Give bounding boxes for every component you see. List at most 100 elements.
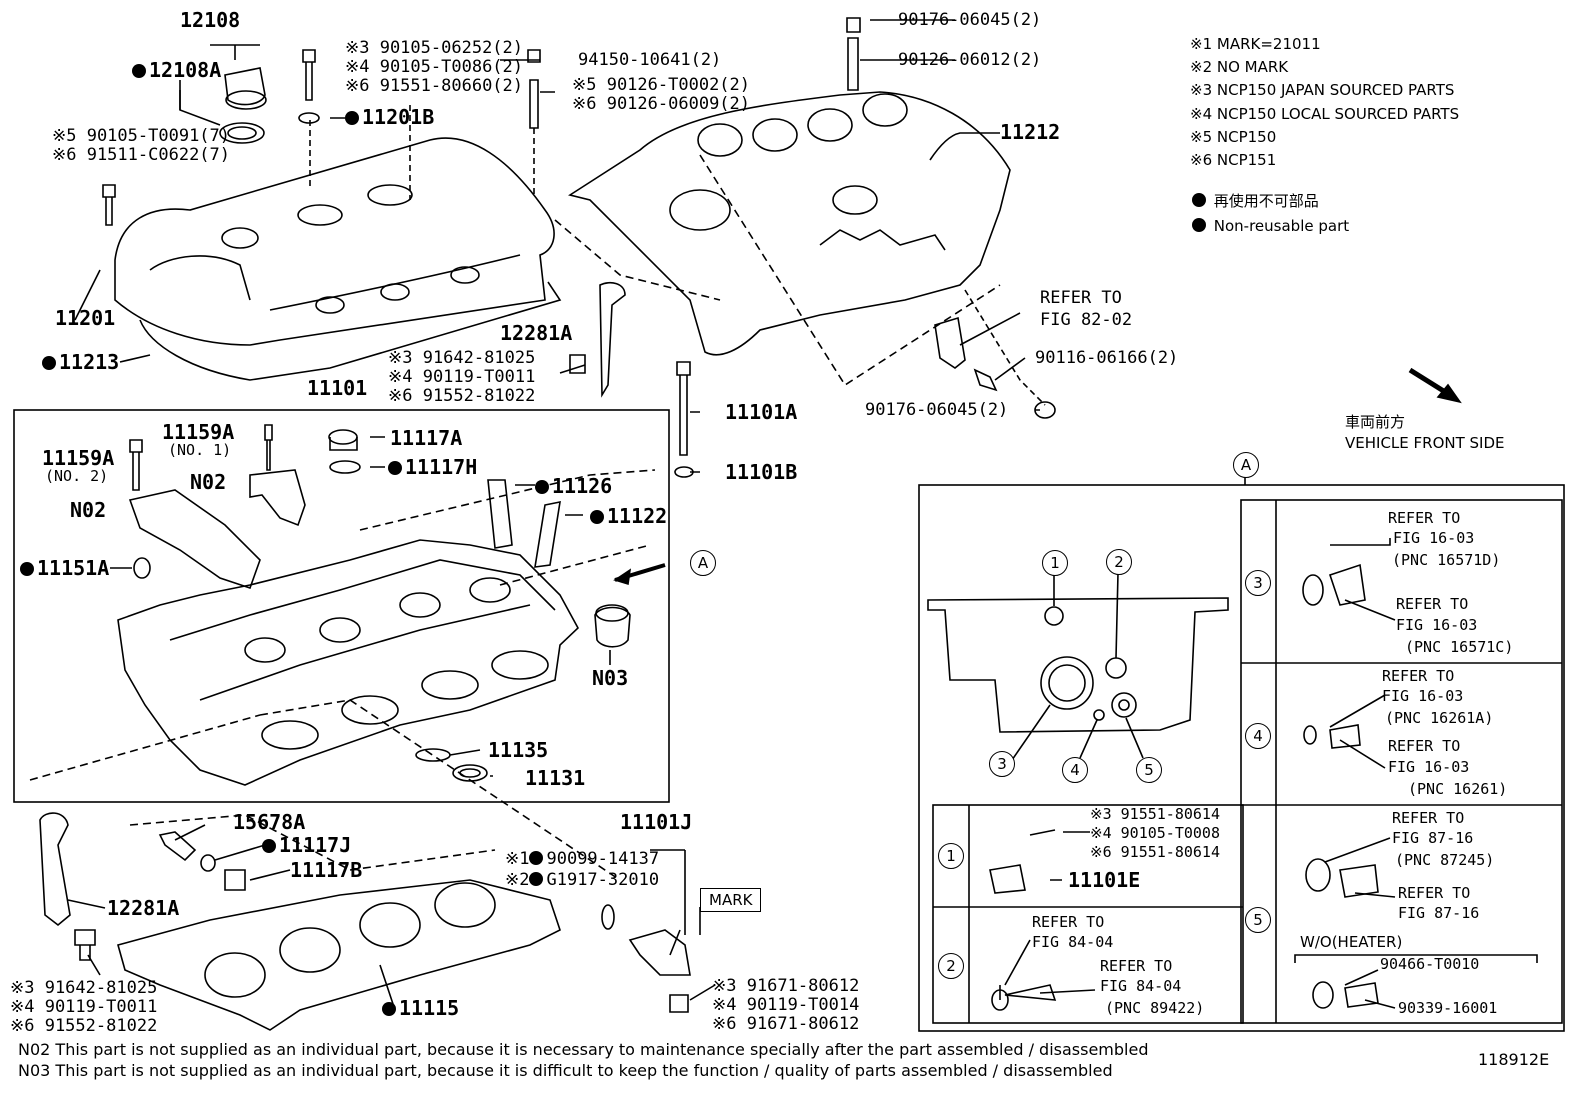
part-11115: 11115 [382, 998, 459, 1018]
part-11213: 11213 [42, 352, 119, 372]
r2-b1: REFER TO [1100, 957, 1173, 975]
vehicle-front-en: VEHICLE FRONT SIDE [1345, 434, 1505, 452]
c3-a2: FIG 16-03 [1393, 529, 1475, 547]
vehicle-front-jp: 車両前方 [1345, 413, 1406, 431]
n02-label-b: N02 [70, 498, 107, 522]
part-11117j: 11117J [262, 835, 351, 855]
bolt-e1: ※3 91671-80612 [712, 976, 860, 996]
figure-id: 118912E [1478, 1050, 1550, 1069]
bolt-b2: ※6 91511-C0622(7) [52, 145, 231, 165]
c4-a1: REFER TO [1382, 667, 1455, 685]
stud-top: 90126-06012(2) [898, 50, 1042, 70]
part-11101j: 11101J [620, 810, 693, 834]
part-11159a-no2: 11159A [42, 446, 115, 470]
c5-without-heater: W/O(HEATER) [1300, 933, 1403, 951]
legend-3: ※3 NCP150 JAPAN SOURCED PARTS [1190, 81, 1455, 99]
refer-82-line2: FIG 82-02 [1040, 310, 1133, 330]
mark-box: MARK [700, 888, 762, 912]
row-2-number: 2 [938, 953, 964, 979]
c5-a3: (PNC 87245) [1395, 851, 1495, 869]
non-reusable-dot-icon [382, 1002, 396, 1016]
part-11159a-no1: 11159A [162, 420, 235, 444]
c5-p2: 90339-16001 [1398, 999, 1498, 1017]
legend-1: ※1 MARK=21011 [1190, 35, 1321, 53]
part-11126: 11126 [535, 476, 612, 496]
detail-callout-5: 5 [1136, 757, 1162, 783]
bolt-e2: ※4 90119-T0014 [712, 995, 860, 1015]
part-11117b: 11117B [290, 858, 363, 882]
stud-2: ※6 90126-06009(2) [572, 94, 751, 114]
part-12281a-bottom: 12281A [107, 896, 180, 920]
c5-b1: REFER TO [1398, 884, 1471, 902]
c5-a1: REFER TO [1392, 809, 1465, 827]
part-11117h: 11117H [388, 457, 477, 477]
detail-a-marker: A [1233, 452, 1259, 478]
part-11101a: 11101A [725, 400, 798, 424]
engine-hanger-bottom [39, 812, 71, 927]
r2-a1: REFER TO [1032, 913, 1105, 931]
part-15678a: 15678A [233, 810, 306, 834]
c4-b1: REFER TO [1388, 737, 1461, 755]
stud-1: ※5 90126-T0002(2) [572, 75, 751, 95]
part-12108: 12108 [180, 8, 241, 32]
row-5-number: 5 [1245, 907, 1271, 933]
legend-nonreusable-jp: 再使用不可部品 [1192, 193, 1319, 209]
r1-bolt-2: ※4 90105-T0008 [1090, 824, 1220, 842]
bolt-e3: ※6 91671-80612 [712, 1014, 860, 1034]
part-11159a-no1-sub: (NO. 1) [168, 441, 232, 459]
legend-5: ※5 NCP150 [1190, 128, 1277, 146]
c3-b1: REFER TO [1396, 595, 1469, 613]
c4-a2: FIG 16-03 [1382, 687, 1464, 705]
c3-b2: FIG 16-03 [1396, 616, 1478, 634]
c5-b2: FIG 87-16 [1398, 904, 1480, 922]
row-1-number: 1 [938, 843, 964, 869]
cylinder-head-cover [114, 137, 555, 346]
part-11159a-no2-sub: (NO. 2) [45, 467, 109, 485]
bolt-d2: ※4 90119-T0011 [10, 997, 158, 1017]
c3-a3: (PNC 16571D) [1392, 551, 1501, 569]
non-reusable-dot-icon [535, 480, 549, 494]
engine-hanger-top [599, 281, 626, 398]
part-90116: 90116-06166(2) [1035, 348, 1179, 368]
r2-a2: FIG 84-04 [1032, 933, 1114, 951]
part-11151a: 11151A [20, 558, 109, 578]
bolt-c2: ※4 90119-T0011 [388, 367, 536, 387]
part-11117a: 11117A [390, 426, 463, 450]
cam-cap-no1 [249, 469, 306, 527]
oil-filler-cap [224, 67, 266, 106]
non-reusable-dot-icon [42, 356, 56, 370]
note-n03: N03 This part is not supplied as an indi… [18, 1061, 1113, 1080]
r2-b2: FIG 84-04 [1100, 977, 1182, 995]
legend-4: ※4 NCP150 LOCAL SOURCED PARTS [1190, 105, 1460, 123]
c4-b2: FIG 16-03 [1388, 758, 1470, 776]
nut-top: 90176-06045(2) [898, 10, 1042, 30]
r1-bolt-1: ※3 91551-80614 [1090, 805, 1220, 823]
bolt-b1: ※5 90105-T0091(7) [52, 126, 231, 146]
part-11201b: 11201B [345, 107, 434, 127]
non-reusable-dot-icon [590, 510, 604, 524]
part-11212: 11212 [1000, 120, 1061, 144]
head-cover-gasket [139, 281, 562, 381]
block-side-view [927, 597, 1229, 733]
r1-part: 11101E [1068, 868, 1141, 892]
part-94150: 94150-10641(2) [578, 50, 722, 70]
c4-b3: (PNC 16261) [1408, 780, 1508, 798]
part-12108a: 12108A [132, 60, 221, 80]
bolt-a1: ※3 90105-06252(2) [345, 38, 524, 58]
part-11101b: 11101B [725, 460, 798, 484]
bolt-d1: ※3 91642-81025 [10, 978, 158, 998]
c4-a3: (PNC 16261A) [1385, 709, 1494, 727]
non-reusable-dot-icon [388, 461, 402, 475]
legend-6: ※6 NCP151 [1190, 151, 1277, 169]
r2-b3: (PNC 89422) [1105, 999, 1205, 1017]
non-reusable-dot-icon [345, 111, 359, 125]
non-reusable-dot-icon [20, 562, 34, 576]
non-reusable-dot-icon [529, 851, 544, 865]
detail-callout-3: 3 [989, 751, 1015, 777]
detail-callout-1: 1 [1042, 550, 1068, 576]
detail-callout-4: 4 [1062, 757, 1088, 783]
engine-cover [568, 91, 1011, 356]
